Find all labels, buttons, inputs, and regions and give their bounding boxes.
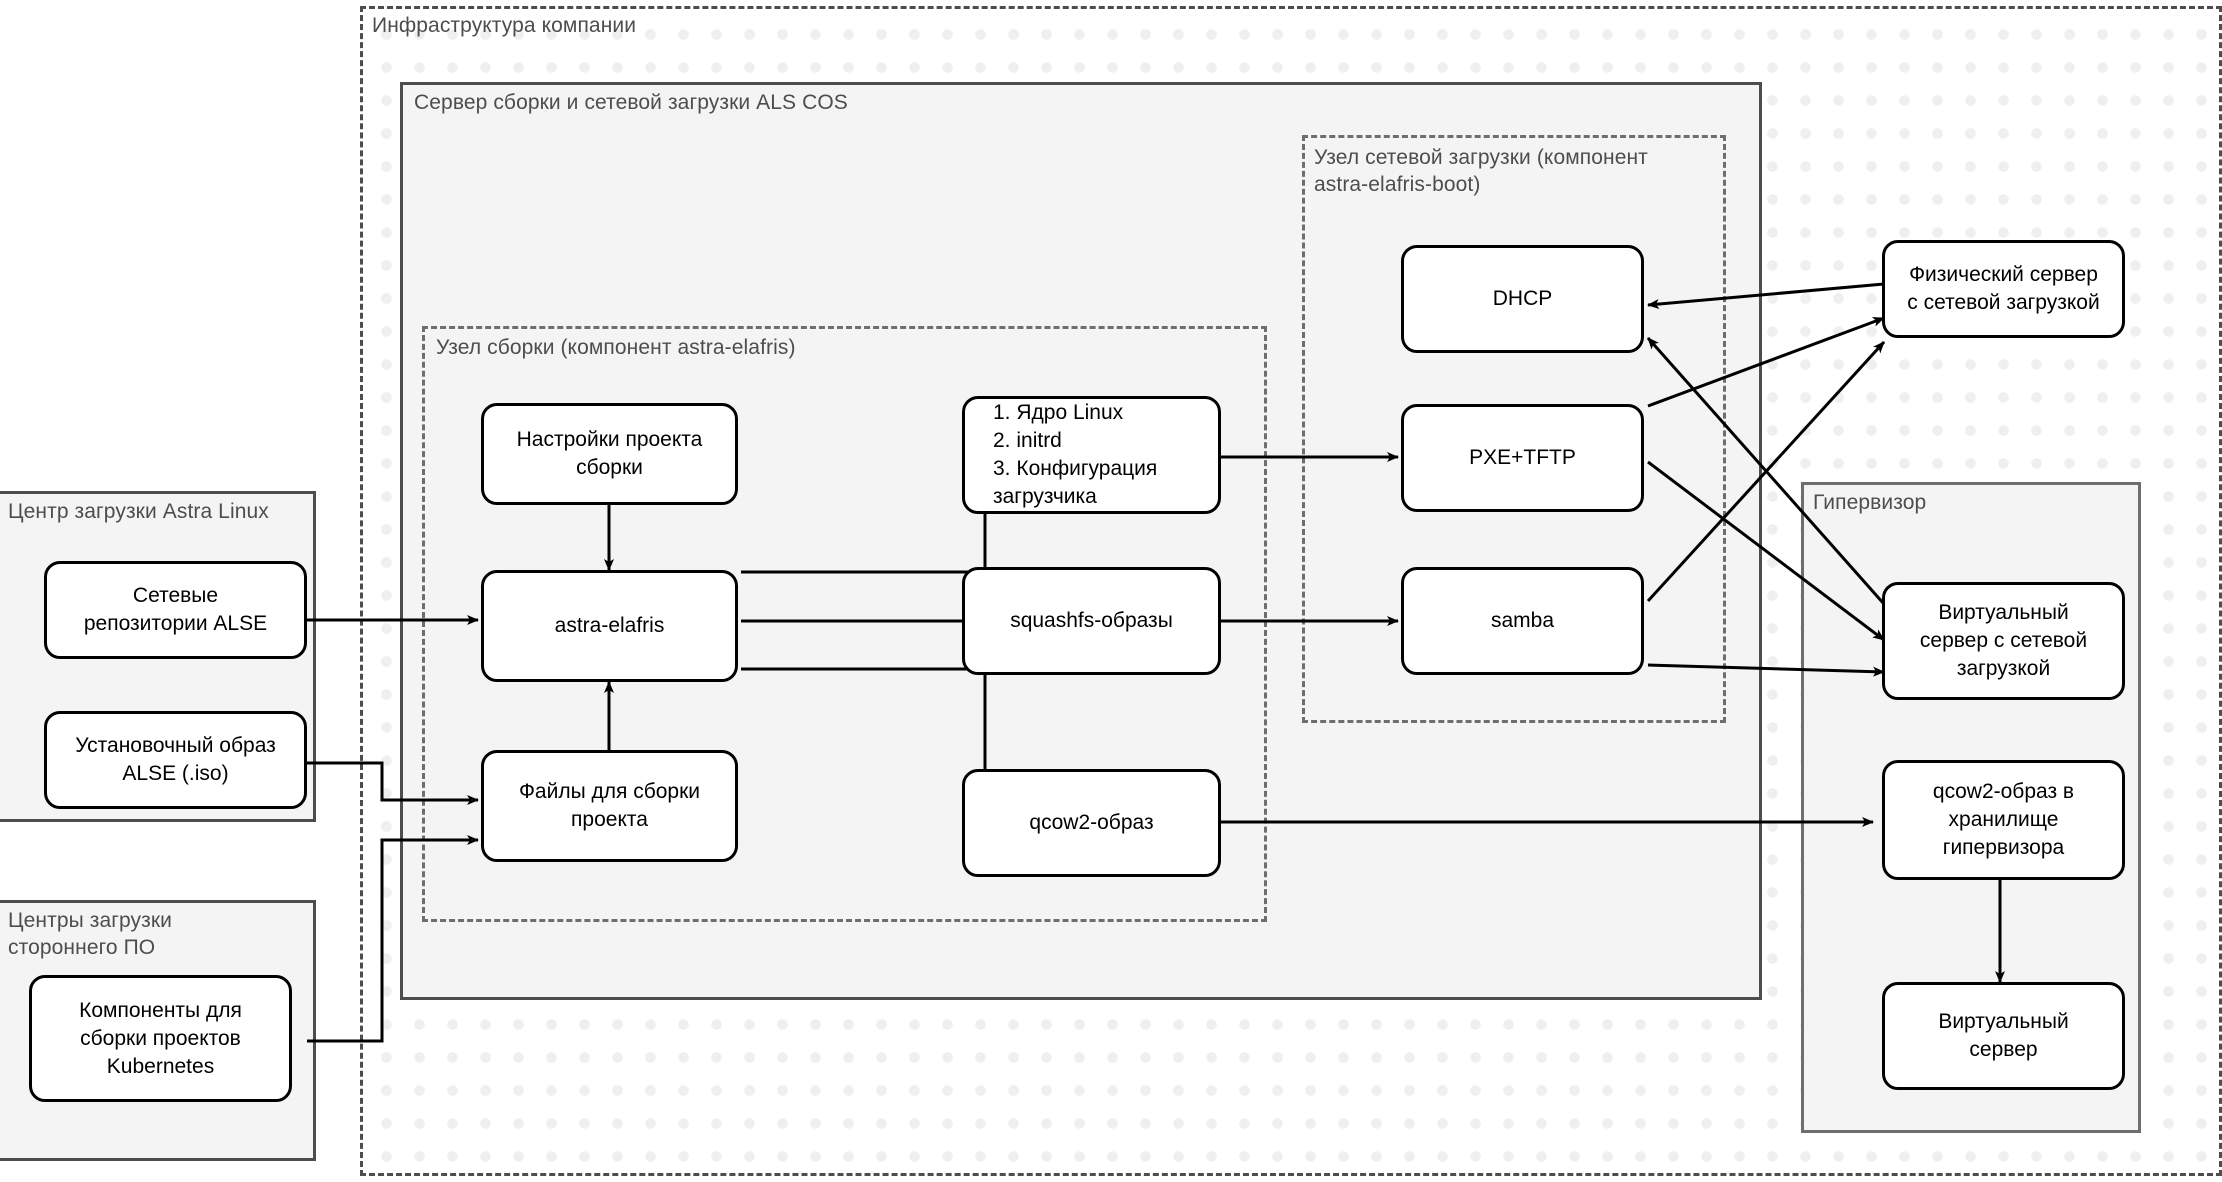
group-third-party-centers-title: Центры загрузки стороннего ПО [8,909,172,959]
group-hypervisor-title: Гипервизор [1813,491,1927,514]
node-network-repositories[interactable]: Сетевые репозитории ALSE [44,561,307,659]
node-virtual-server[interactable]: Виртуальный сервер [1882,982,2125,1090]
group-build-server-title: Сервер сборки и сетевой загрузки ALS COS [414,91,848,114]
group-download-center-title: Центр загрузки Astra Linux [8,500,269,523]
node-samba[interactable]: samba [1401,567,1644,675]
node-kubernetes-components[interactable]: Компоненты для сборки проектов Kubernete… [29,975,292,1102]
node-build-files[interactable]: Файлы для сборки проекта [481,750,738,862]
group-build-node-title: Узел сборки (компонент astra-elafris) [436,336,796,359]
node-qcow2-image[interactable]: qcow2-образ [962,769,1221,877]
group-infrastructure-title: Инфраструктура компании [372,14,637,37]
node-qcow2-in-hypervisor-storage[interactable]: qcow2-образ в хранилище гипервизора [1882,760,2125,880]
node-squashfs-images[interactable]: squashfs-образы [962,567,1221,675]
node-dhcp[interactable]: DHCP [1401,245,1644,353]
node-pxe-tftp[interactable]: PXE+TFTP [1401,404,1644,512]
group-boot-node-title: Узел сетевой загрузки (компонент astra-e… [1314,146,1648,196]
node-astra-elafris[interactable]: astra-elafris [481,570,738,682]
node-installation-iso[interactable]: Установочный образ ALSE (.iso) [44,711,307,809]
node-kernel-initrd-bootloader[interactable]: 1. Ядро Linux 2. initrd 3. Конфигурация … [962,396,1221,514]
node-virtual-netboot-server[interactable]: Виртуальный сервер с сетевой загрузкой [1882,582,2125,700]
node-physical-netboot-server[interactable]: Физический сервер с сетевой загрузкой [1882,240,2125,338]
node-project-settings[interactable]: Настройки проекта сборки [481,403,738,505]
